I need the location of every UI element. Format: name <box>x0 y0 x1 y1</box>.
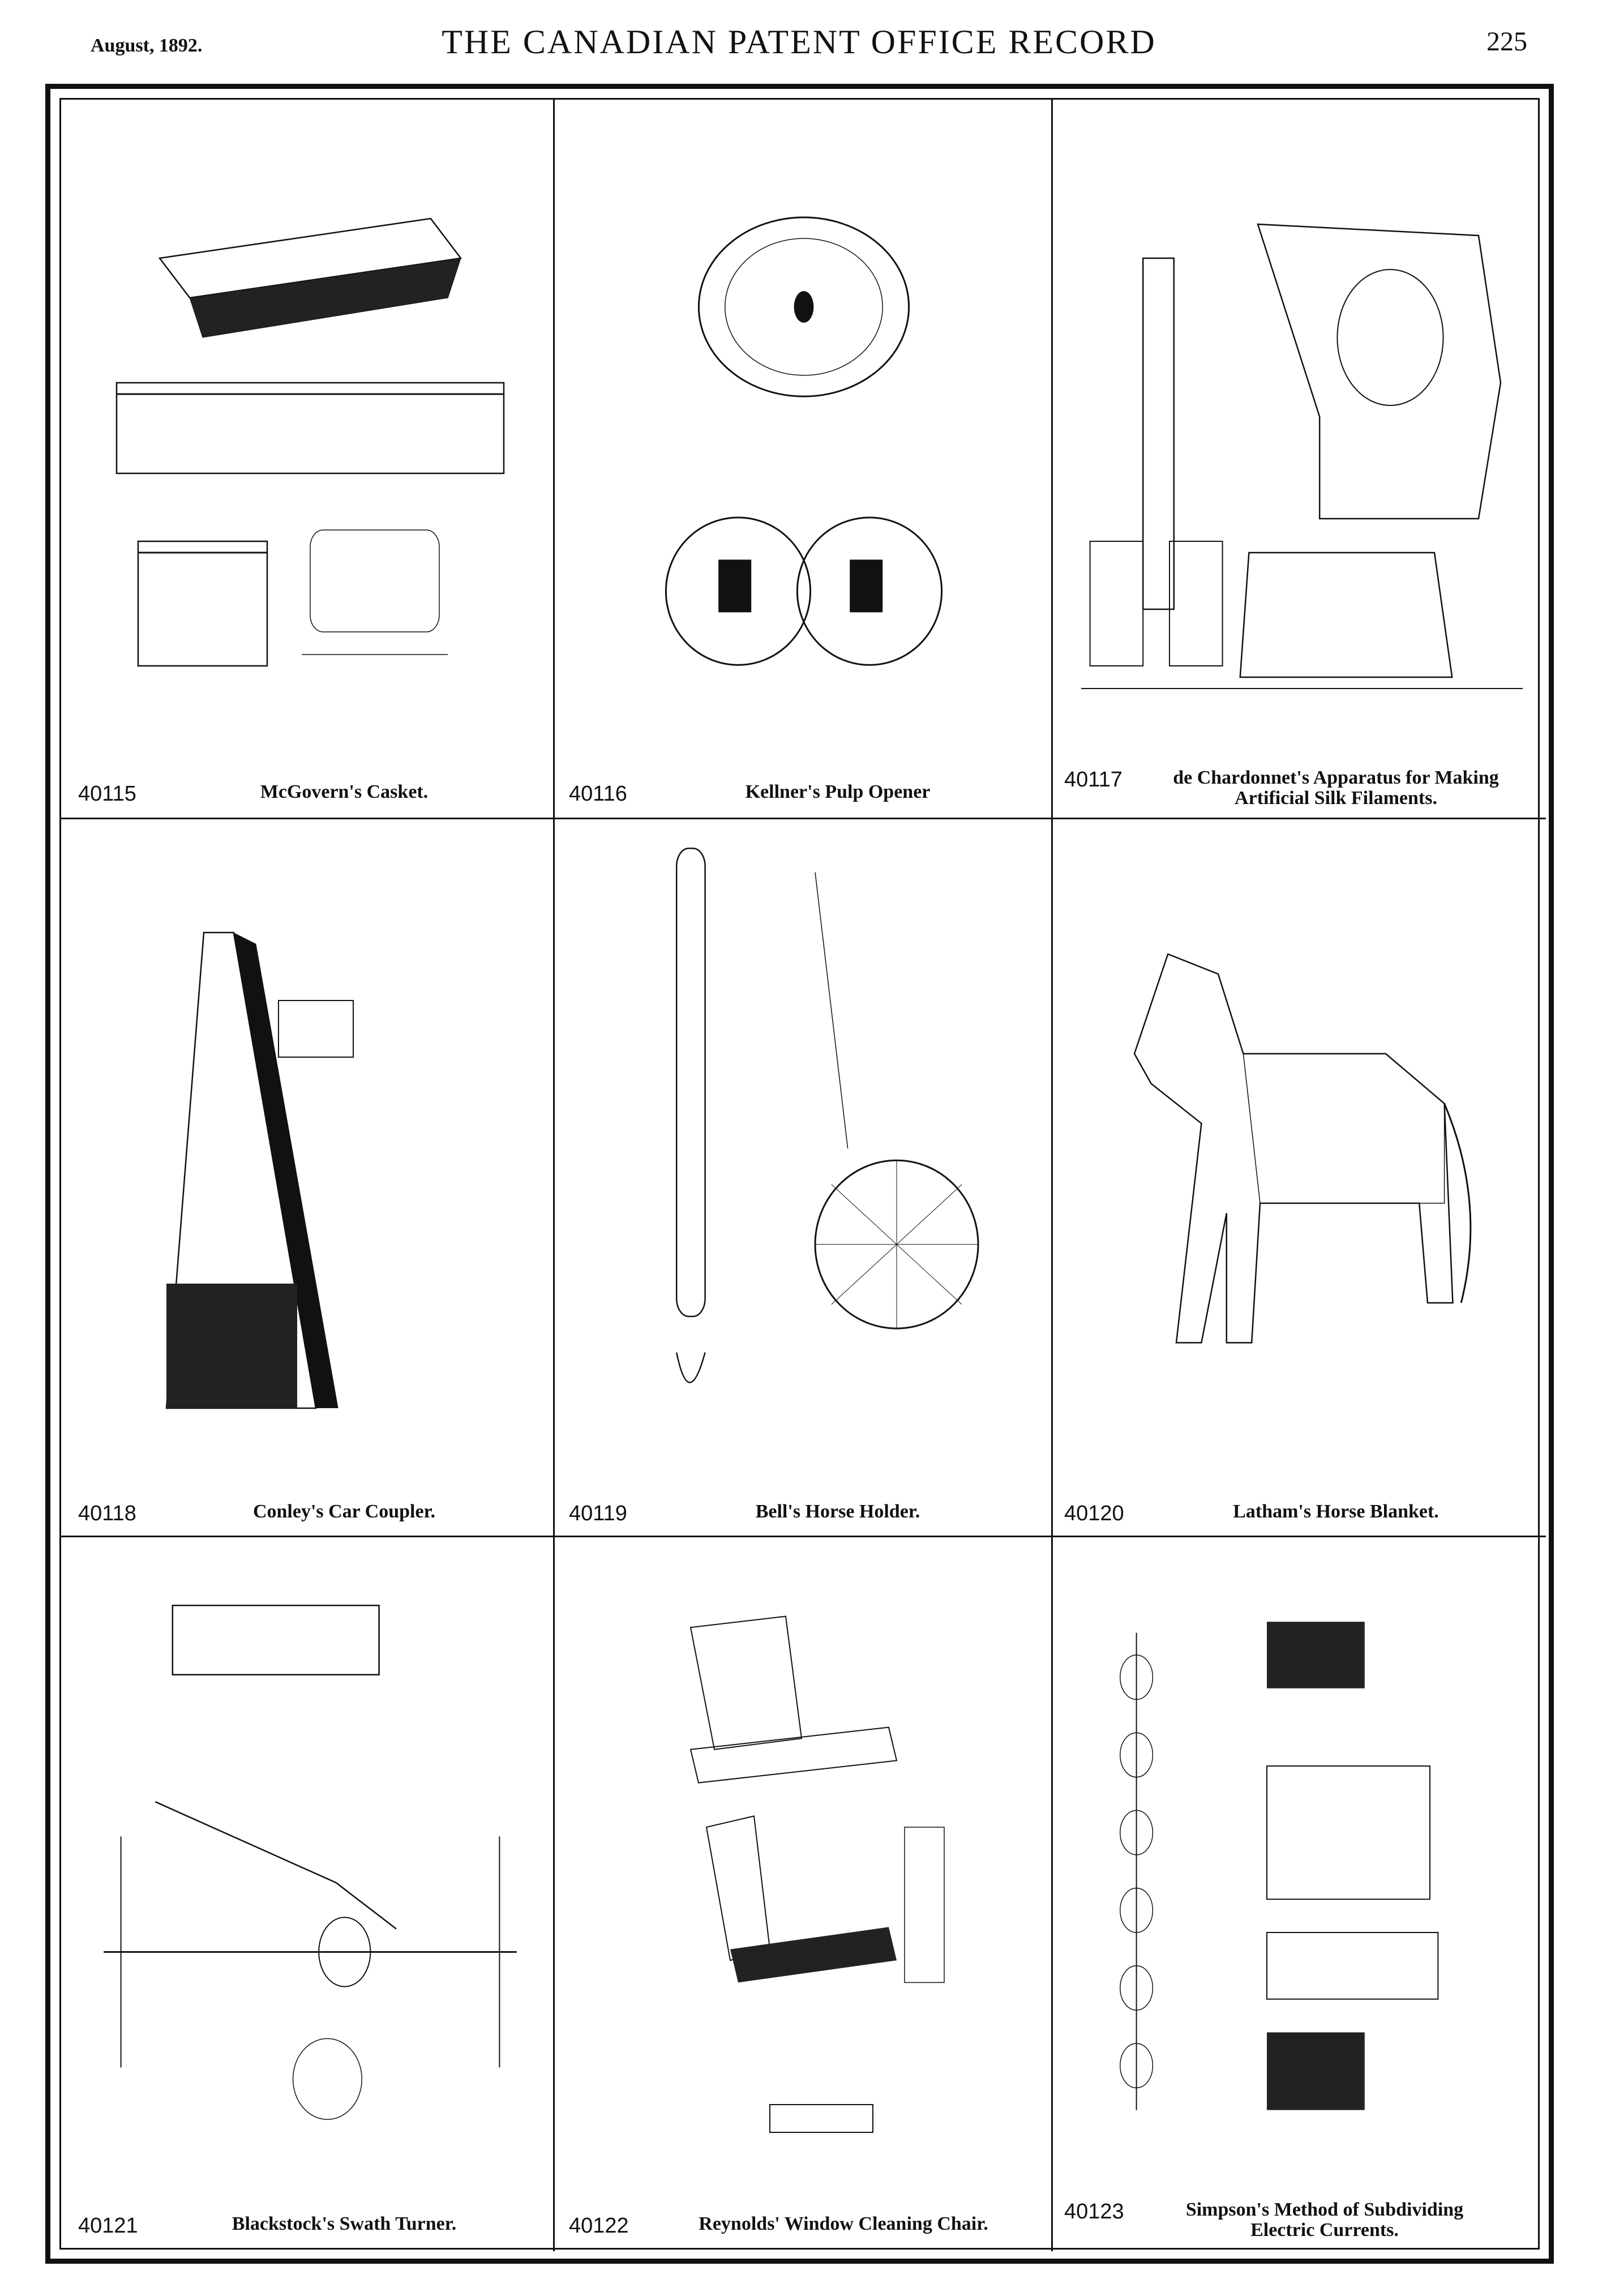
electric-currents-drawing <box>1104 1622 1511 2110</box>
horse-blanket-drawing <box>1093 904 1511 1403</box>
patent-number: 40118 <box>78 1502 136 1525</box>
patent-caption: Blackstock's Swath Turner. <box>232 2213 457 2234</box>
patent-cell-40119: 40119 Bell's Horse Holder. <box>555 819 1051 1536</box>
patent-number: 40120 <box>1064 1502 1124 1525</box>
patent-caption: Kellner's Pulp Opener <box>745 781 931 802</box>
patent-caption: Latham's Horse Blanket. <box>1233 1501 1439 1522</box>
publication-title: THE CANADIAN PATENT OFFICE RECORD <box>442 23 1156 61</box>
page-number: 225 <box>1486 27 1527 57</box>
silk-apparatus-drawing <box>1081 168 1523 734</box>
patent-caption: Simpson's Method of Subdividing Electric… <box>1185 2199 1464 2241</box>
patent-caption: McGovern's Casket. <box>260 781 429 802</box>
pulp-opener-drawing <box>640 202 968 728</box>
patent-cell-40116: 40116 Kellner's Pulp Opener <box>555 100 1051 818</box>
grid-divider-h2 <box>61 1536 1546 1537</box>
grid-divider-v2 <box>1051 100 1053 2251</box>
patent-caption: Conley's Car Coupler. <box>252 1501 436 1522</box>
patent-cell-40122: 40122 Reynolds' Window Cleaning Chair. <box>555 1537 1051 2251</box>
window-chair-drawing <box>611 1605 1008 2160</box>
patent-number: 40121 <box>78 2214 138 2238</box>
patent-cell-40120: 40120 Latham's Horse Blanket. <box>1053 819 1546 1536</box>
grid-divider-v1 <box>553 100 555 2251</box>
patent-caption: de Chardonnet's Apparatus for Making Art… <box>1173 767 1499 809</box>
car-coupler-drawing <box>129 887 503 1453</box>
patent-grid-frame: 40115 McGovern's Casket. 40116 Kellner's… <box>45 84 1554 2264</box>
patent-caption: Reynolds' Window Cleaning Chair. <box>699 2213 988 2234</box>
patent-number: 40117 <box>1064 768 1123 792</box>
patent-grid: 40115 McGovern's Casket. 40116 Kellner's… <box>59 98 1546 2251</box>
patent-number: 40122 <box>569 2214 629 2238</box>
swath-turner-drawing <box>95 1594 525 2171</box>
patent-cell-40115: 40115 McGovern's Casket. <box>61 100 553 818</box>
patent-number: 40123 <box>1064 2200 1124 2224</box>
patent-cell-40123: 40123 Simpson's Method of Subdividing El… <box>1053 1537 1546 2251</box>
patent-cell-40117: 40117 de Chardonnet's Apparatus for Maki… <box>1053 100 1546 818</box>
patent-number: 40115 <box>78 782 136 806</box>
casket-drawing <box>95 190 525 756</box>
grid-divider-h1 <box>61 818 1546 819</box>
patent-number: 40119 <box>569 1502 627 1525</box>
patent-caption: Bell's Horse Holder. <box>755 1501 920 1522</box>
patent-cell-40118: 40118 Conley's Car Coupler. <box>61 819 553 1536</box>
page-header: August, 1892. THE CANADIAN PATENT OFFICE… <box>0 0 1598 79</box>
issue-date: August, 1892. <box>91 35 203 56</box>
patent-cell-40121: 40121 Blackstock's Swath Turner. <box>61 1537 553 2251</box>
horse-holder-drawing <box>611 836 1019 1436</box>
patent-number: 40116 <box>569 782 627 806</box>
